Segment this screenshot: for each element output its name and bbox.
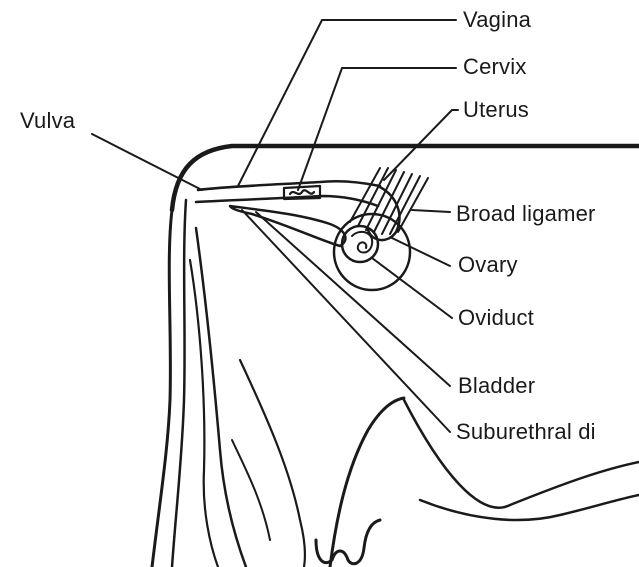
belly-line — [330, 398, 404, 567]
leader-broad-ligament — [412, 210, 450, 212]
label-cervix: Cervix — [463, 56, 527, 78]
tail-inner-line — [172, 200, 186, 567]
label-bladder: Bladder — [458, 375, 535, 397]
hoof-stifle-line — [232, 440, 270, 540]
udder-teats — [316, 520, 380, 564]
leader-bladder — [256, 212, 450, 386]
label-uterus: Uterus — [463, 99, 529, 121]
label-vagina: Vagina — [463, 9, 531, 31]
oviduct-coil — [352, 232, 372, 253]
leader-vulva — [92, 134, 202, 190]
broad-ligament-hatching — [350, 168, 428, 234]
tail-outer-line — [152, 210, 172, 567]
thigh-muscle-line — [240, 360, 305, 567]
belly-lower-line — [420, 495, 639, 520]
leader-suburethral — [242, 210, 450, 432]
label-oviduct: Oviduct — [458, 307, 534, 329]
vagina-tube-lower — [196, 196, 378, 206]
leader-vagina — [238, 20, 456, 186]
label-broad-ligament: Broad ligamer — [456, 203, 596, 225]
label-suburethral: Suburethral di — [456, 421, 596, 443]
flank-line — [404, 400, 639, 508]
label-vulva: Vulva — [20, 110, 75, 132]
label-ovary: Ovary — [458, 254, 518, 276]
leader-ovary — [392, 238, 450, 266]
hind-leg-inner — [190, 260, 218, 567]
